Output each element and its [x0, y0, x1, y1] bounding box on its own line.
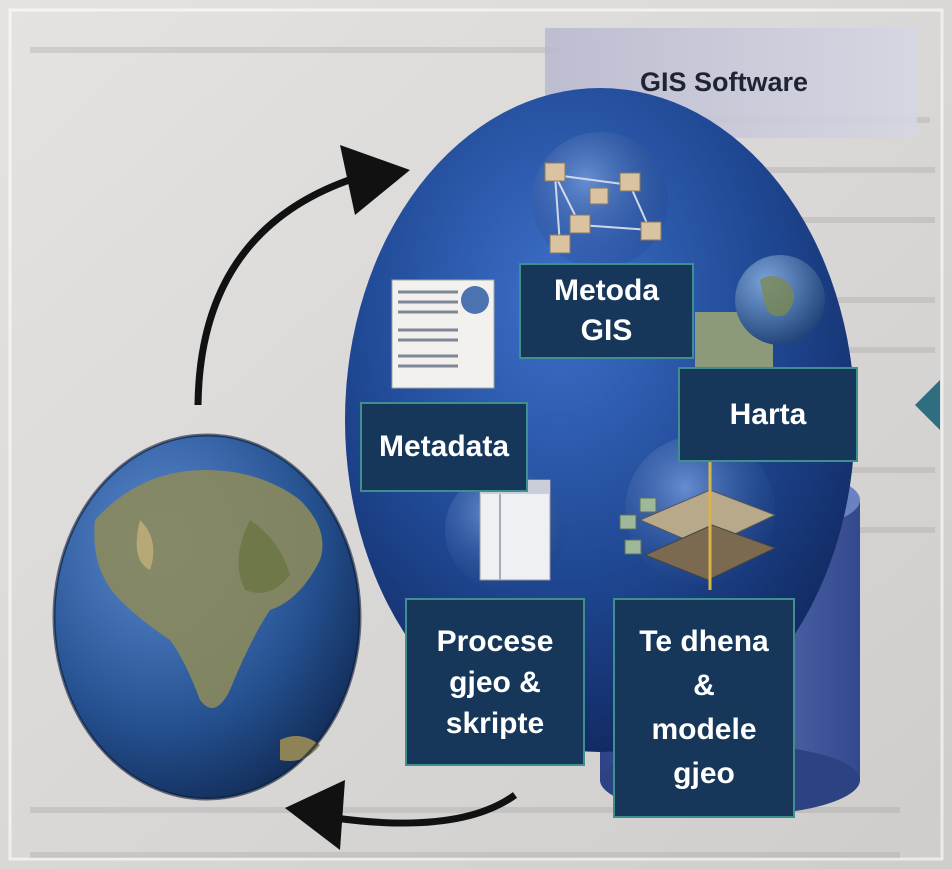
- diagram-title: GIS Software: [640, 67, 809, 97]
- label-procese-gjeo-skripte: Procese gjeo & skripte: [405, 598, 585, 766]
- label-te-dhena-modele-gjeo: Te dhena & modele gjeo: [613, 598, 795, 818]
- document-icon: [391, 279, 495, 389]
- pointer-marker: [915, 380, 940, 430]
- arrow-up-icon: [194, 145, 410, 406]
- label-metadata: Metadata: [360, 402, 528, 492]
- gis-software-sphere: [345, 88, 855, 752]
- label-harta: Harta: [678, 367, 858, 462]
- layers-icon: [619, 435, 777, 590]
- arrow-down-icon: [285, 780, 518, 850]
- earth-globe-icon: [52, 433, 362, 801]
- label-metoda-gis: Metoda GIS: [519, 263, 694, 359]
- window-icon: [445, 470, 565, 590]
- network-icon: [532, 132, 668, 268]
